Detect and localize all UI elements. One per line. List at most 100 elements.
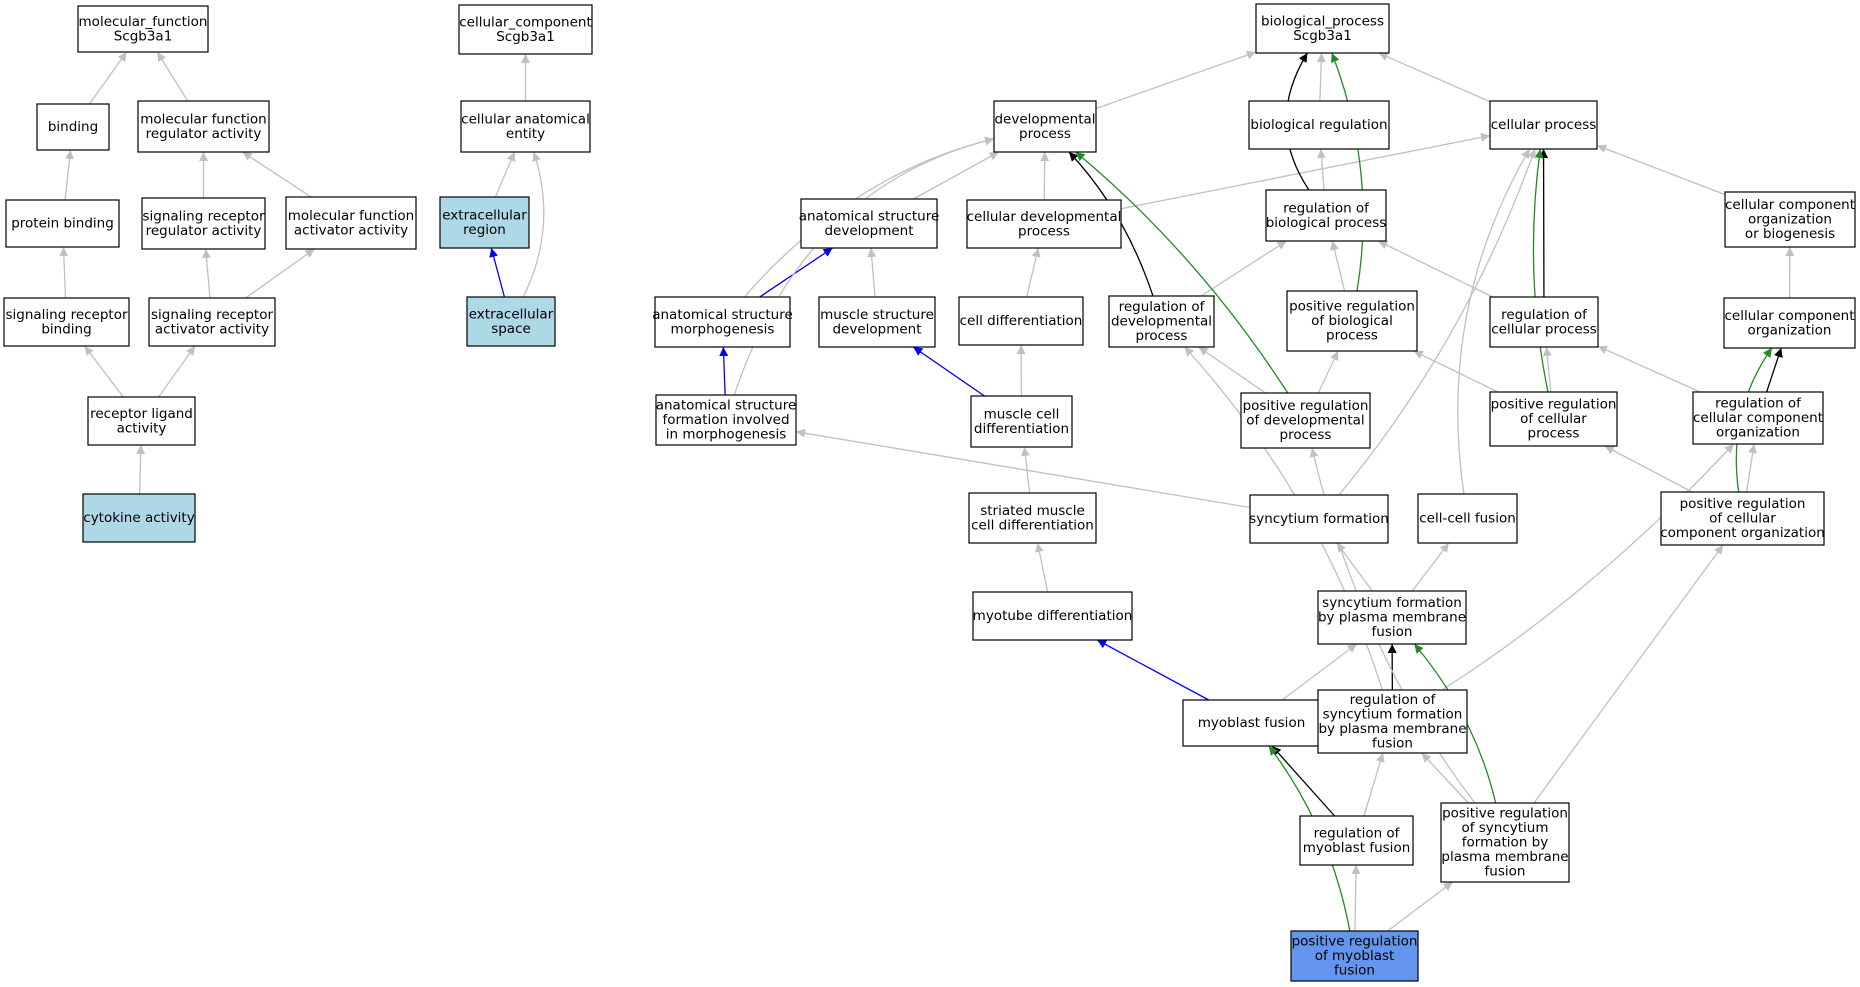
- edge-line: [1200, 240, 1287, 297]
- term-label-line: binding: [48, 119, 98, 135]
- term-box: [1692, 391, 1824, 445]
- term-box: [36, 103, 110, 151]
- edge-reg_syn_pm-to-reg_cco: [1441, 443, 1735, 691]
- term-label-line: cellular developmental: [967, 209, 1122, 225]
- go-term-cell-diff[interactable]: cell differentiation: [958, 296, 1084, 346]
- term-label-line: developmental: [994, 111, 1095, 127]
- edge-cell_fusion-to-cell_proc: [1457, 148, 1531, 495]
- term-box: [77, 5, 209, 53]
- go-term-cell-fusion[interactable]: cell-cell fusion: [1417, 493, 1518, 544]
- edge-pos_reg_cell-to-pos_reg_bio: [1413, 350, 1499, 393]
- term-label-line: regulation of: [1715, 396, 1802, 412]
- edge-pos_reg_cell-to-reg_cell: [1542, 346, 1552, 393]
- term-label-line: Scgb3a1: [1293, 28, 1352, 44]
- edge-line: [795, 428, 1251, 509]
- term-label-line: Scgb3a1: [114, 28, 173, 44]
- go-term-binding[interactable]: binding: [36, 103, 110, 151]
- term-label-line: cell differentiation: [971, 517, 1094, 533]
- term-label-line: positive regulation: [1680, 496, 1806, 512]
- term-box: [654, 296, 791, 348]
- edge-line: [867, 247, 877, 298]
- term-label-line: organization: [1716, 425, 1800, 441]
- term-box: [1440, 802, 1570, 883]
- edge-binding-to-mf_root: [88, 51, 128, 105]
- term-label-line: positive regulation: [1442, 806, 1568, 822]
- edge-muscle_dev-to-anat_dev: [867, 247, 877, 298]
- term-label-line: fusion: [1372, 624, 1413, 640]
- edge-line: [494, 151, 516, 198]
- edge-muscle_cell_diff-to-muscle_dev: [912, 346, 985, 397]
- go-term-cell-proc[interactable]: cellular process: [1489, 100, 1598, 150]
- edge-pos_reg_dev-to-reg_dev: [1198, 346, 1266, 394]
- term-label-line: by plasma membrane: [1318, 721, 1466, 737]
- edge-line: [84, 345, 124, 398]
- go-term-myoblast-fusion[interactable]: myoblast fusion: [1182, 699, 1321, 747]
- go-term-myotube[interactable]: myotube differentiation: [972, 591, 1133, 641]
- edge-line: [1330, 52, 1364, 292]
- edge-line: [1457, 148, 1531, 495]
- edge-sig_rec_act-to-mf_act: [245, 248, 315, 299]
- term-box: [1248, 100, 1390, 150]
- term-box: [1489, 296, 1599, 348]
- term-label-line: activator activity: [155, 321, 269, 337]
- go-term-bio-reg[interactable]: biological regulation: [1248, 100, 1390, 150]
- term-box: [1317, 689, 1468, 754]
- term-label-line: binding: [41, 321, 91, 337]
- term-box: [285, 196, 417, 250]
- term-label-line: organization: [1748, 212, 1832, 228]
- edge-line: [1330, 240, 1346, 292]
- term-label-line: regulation of: [1501, 307, 1588, 323]
- term-box: [958, 296, 1084, 346]
- term-box: [3, 297, 130, 347]
- edge-syn_pm-to-syncytium: [1336, 542, 1373, 592]
- go-term-syncytium[interactable]: syncytium formation: [1249, 494, 1389, 544]
- edge-reg_myo-to-myoblast_fusion: [1271, 745, 1336, 817]
- go-term-protein-binding[interactable]: protein binding: [5, 199, 120, 248]
- edge-line: [1533, 544, 1724, 804]
- term-label-line: syncytium formation: [1322, 595, 1462, 611]
- term-box: [1290, 930, 1419, 982]
- term-label-line: development: [824, 223, 913, 239]
- go-term-cytokine[interactable]: cytokine activity: [82, 493, 196, 543]
- edge-pos_reg_myo-to-reg_myo: [1351, 864, 1361, 932]
- term-label-line: or biogenesis: [1745, 226, 1835, 242]
- term-label-line: regulation of: [1283, 200, 1370, 216]
- edge-rec_lig-to-sig_rec_bind: [84, 345, 124, 398]
- term-box: [466, 296, 556, 347]
